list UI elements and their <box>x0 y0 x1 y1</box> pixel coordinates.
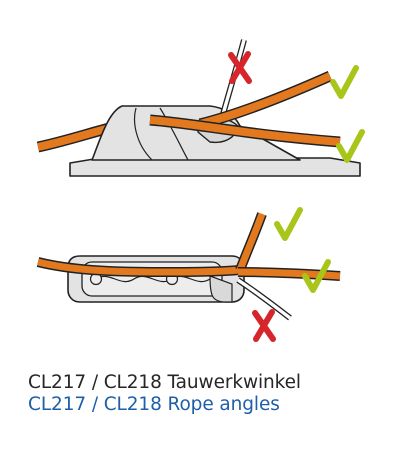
cross-icon <box>228 51 252 84</box>
check-icon <box>274 207 303 241</box>
rope-angle-diagram <box>36 39 365 342</box>
top-view-cleat <box>36 212 341 321</box>
cross-icon <box>252 309 276 342</box>
caption-german: CL217 / CL218 Tauwerkwinkel <box>28 372 301 393</box>
side-cleat-body <box>91 105 301 161</box>
caption-block: CL217 / CL218 Tauwerkwinkel CL217 / CL21… <box>28 372 405 416</box>
caption-english: CL217 / CL218 Rope angles <box>28 394 280 415</box>
check-icon <box>336 129 365 163</box>
check-icon <box>330 65 359 99</box>
check-icon <box>302 259 331 293</box>
side-view-cleat <box>36 39 361 177</box>
